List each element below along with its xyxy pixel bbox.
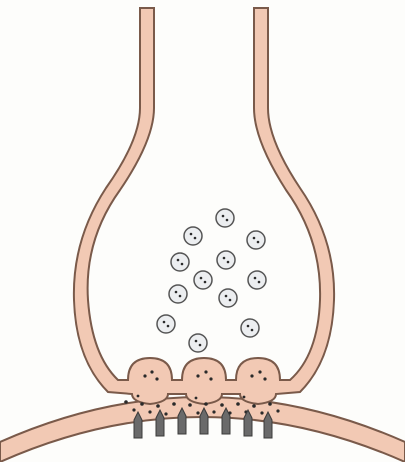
vesicle	[241, 319, 259, 337]
vesicle	[171, 253, 189, 271]
vesicle	[247, 231, 265, 249]
vesicle	[248, 271, 266, 289]
vesicle	[194, 271, 212, 289]
vesicle	[157, 315, 175, 333]
vesicle	[216, 209, 234, 227]
vesicle	[217, 251, 235, 269]
vesicle	[189, 334, 207, 352]
vesicle	[219, 289, 237, 307]
vesicle	[184, 227, 202, 245]
synaptic-vesicles	[157, 209, 266, 352]
vesicle	[169, 285, 187, 303]
